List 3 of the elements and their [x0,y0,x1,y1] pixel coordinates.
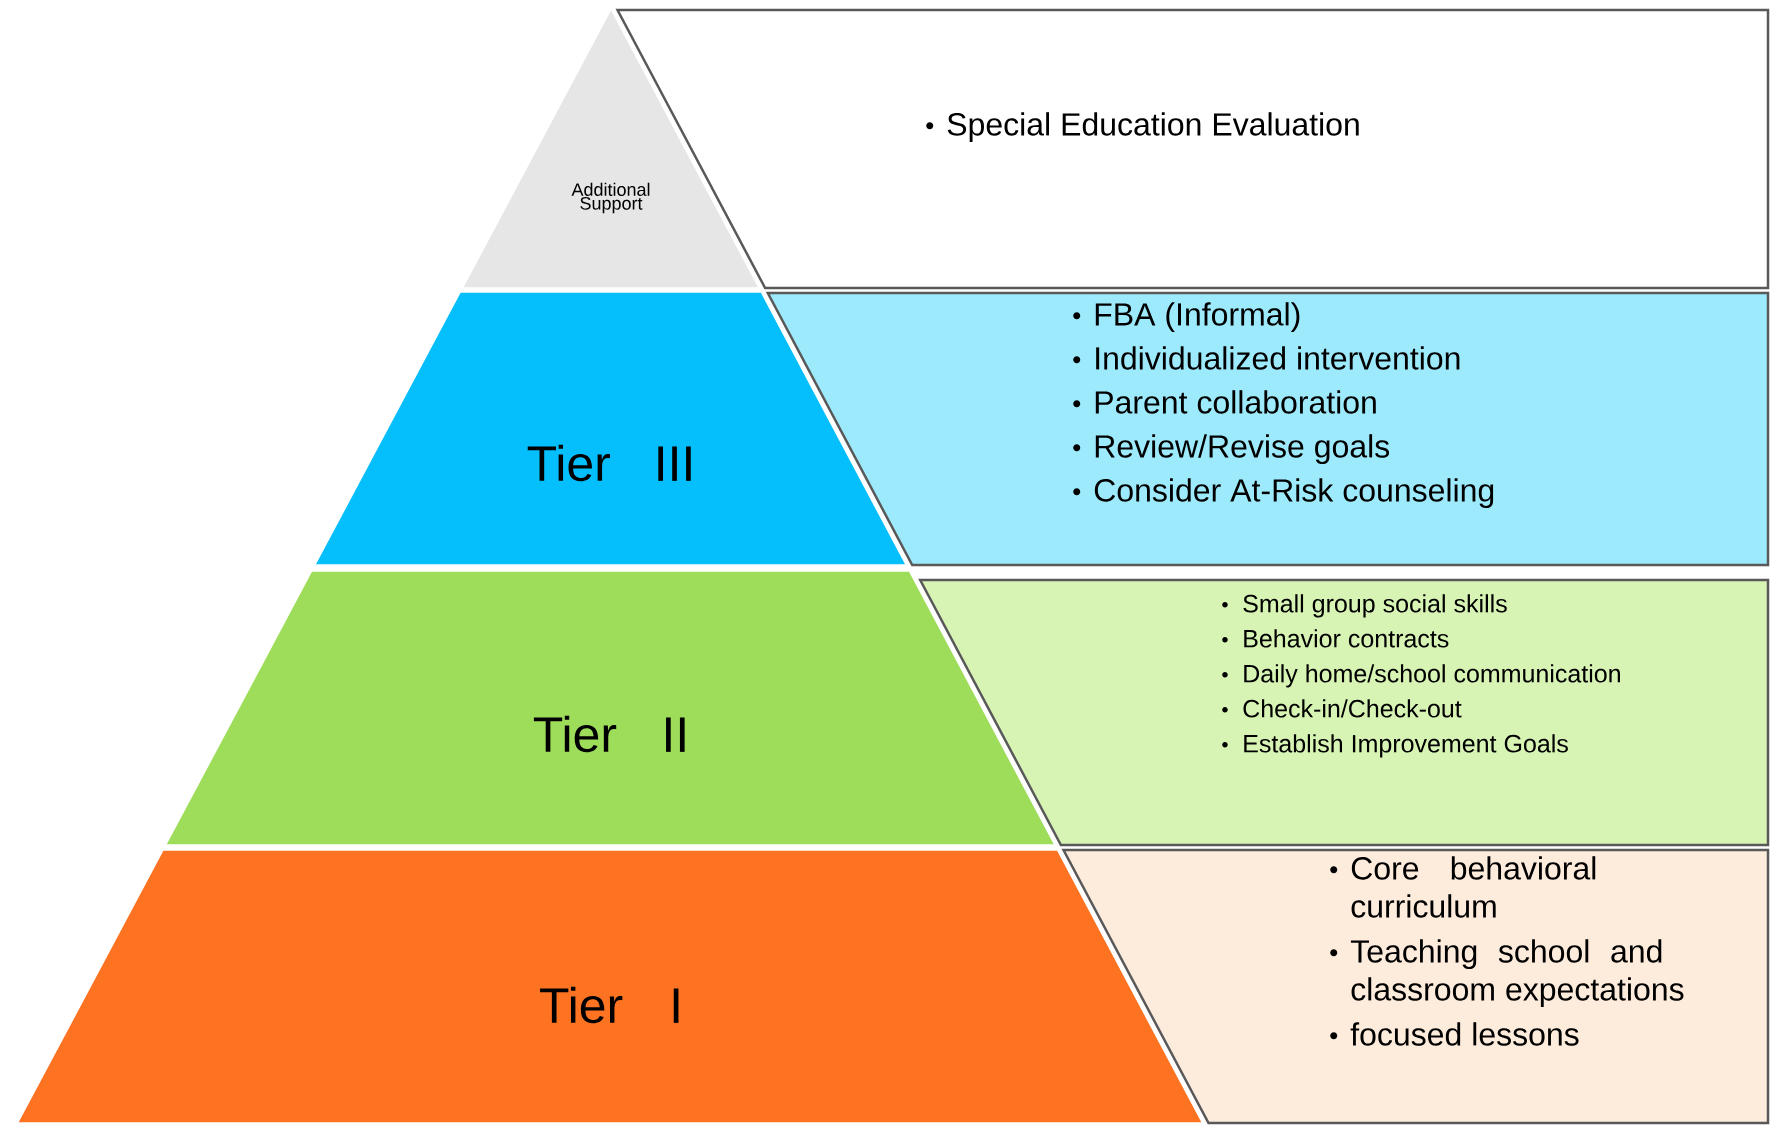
pyramid-tier: Tier I [16,849,1204,1124]
pyramid-tier: Tier II [164,570,1057,846]
bullet-list-box: Small group social skills Behavior contracts Daily home/school communication Check-in/Check-out Establish Improvement Goals [918,578,1770,847]
